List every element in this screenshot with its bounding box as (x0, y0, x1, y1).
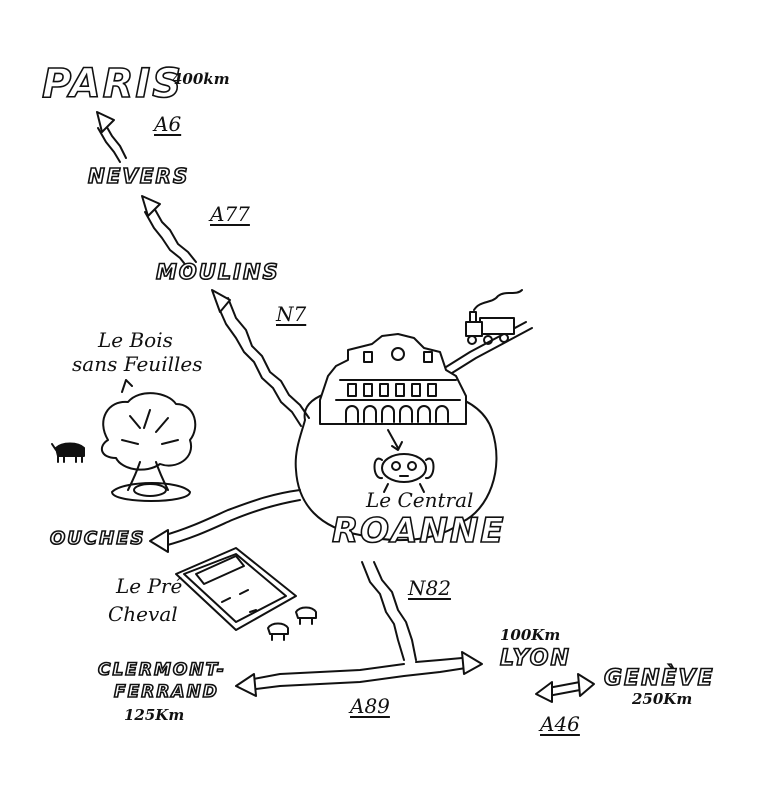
arrow-head-moulins (211, 289, 231, 313)
central-logo (373, 453, 435, 493)
road-a89 (247, 663, 405, 681)
landmark-label-pre-line1: Le Pré (116, 574, 183, 598)
city-label-paris: PARIS (41, 61, 184, 107)
city-label-ouches: OUCHES (49, 528, 146, 549)
road-label-a6: A6 (154, 112, 182, 136)
arrow-head-paris (96, 111, 115, 133)
distance-label-lyon: 100Km (500, 626, 561, 644)
city-label-clermont-line2: FERRAND (113, 682, 219, 702)
city-label-moulins: MOULINS (155, 260, 280, 284)
road-label-a46: A46 (540, 712, 580, 736)
tree-icon (100, 379, 197, 502)
road-label-a77: A77 (210, 202, 250, 226)
arrow-head-lyon (461, 651, 483, 675)
city-label-nevers: NEVERS (87, 164, 190, 188)
city-label-roanne: ROANNE (331, 511, 506, 551)
train-icon (465, 289, 523, 345)
bull-icon (51, 442, 85, 463)
road-n7 (227, 297, 310, 419)
city-label-geneve: GENÈVE (603, 666, 715, 691)
road-a6 (103, 121, 127, 159)
landmark-label-bois-line2: sans Feuilles (72, 352, 203, 376)
arrow-head-lyon-east (535, 681, 553, 703)
road-label-a89: A89 (350, 694, 390, 718)
cows-icon (267, 606, 317, 641)
road-n82 (361, 561, 405, 661)
landmark-label-bois-line1: Le Bois (98, 328, 173, 352)
road-label-n82: N82 (408, 576, 451, 600)
distance-label-geneve: 250Km (632, 690, 693, 708)
arrow-head-nevers (141, 195, 161, 217)
landmark-label-pre-line2: Cheval (108, 602, 178, 626)
road-label-n7: N7 (276, 302, 307, 326)
distance-label-paris: 400km (172, 70, 230, 88)
arrow-head-geneve (577, 673, 595, 697)
road-ouches (161, 489, 301, 537)
arrow-head-ouches (149, 529, 169, 553)
field-icon (175, 547, 297, 631)
arrow-head-clermont (235, 673, 257, 697)
distance-label-clermont: 125Km (124, 706, 185, 724)
city-label-lyon: LYON (499, 646, 571, 671)
road-a77 (152, 205, 197, 263)
central-building (319, 333, 467, 425)
landmark-label-central: Le Central (366, 488, 474, 512)
road-a46 (547, 681, 581, 697)
city-label-clermont-line1: CLERMONT- (97, 660, 226, 680)
